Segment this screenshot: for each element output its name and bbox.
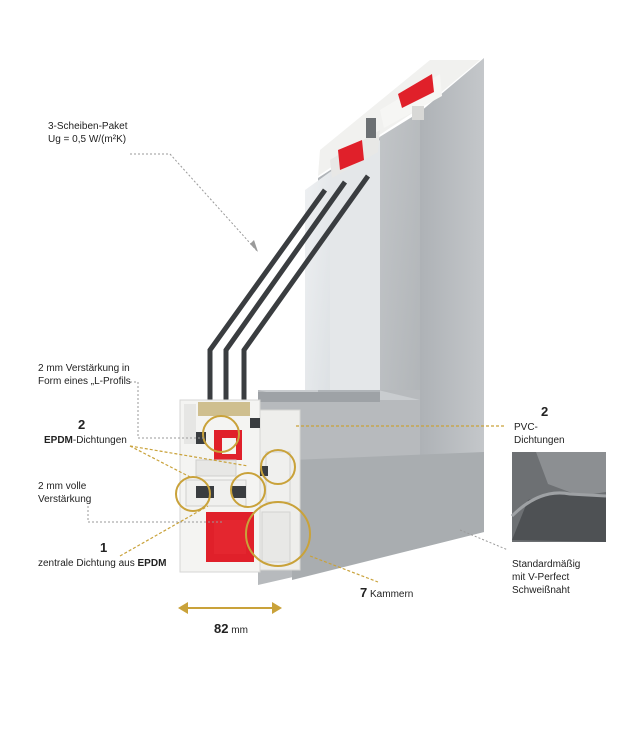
circle-epdm-left [175, 476, 211, 512]
epdm-label-rest: -Dichtungen [72, 435, 127, 446]
central-label-bold: EPDM [137, 558, 167, 569]
pvc-number: 2 [541, 404, 549, 419]
pane-line-1 [207, 188, 328, 400]
label-chambers: 7 Kammern [360, 585, 413, 601]
leader-lines [87, 153, 509, 583]
label-weld: Standardmäßig mit V-Perfect Schweißnaht [512, 558, 580, 597]
central-label-rest: zentrale Dichtung aus [38, 558, 138, 569]
highlight-circles [175, 415, 311, 567]
pvc-line-1: PVC- [514, 422, 538, 433]
epdm-number: 2 [78, 417, 86, 432]
pvc-line-2: Dichtungen [514, 435, 565, 446]
chambers-text: Kammern [370, 589, 414, 600]
central-number: 1 [100, 540, 108, 555]
label-central-seal: zentrale Dichtung aus EPDM [38, 557, 166, 570]
glazing-line-1: 3-Scheiben-Paket [48, 121, 128, 132]
circle-pvc-seal [260, 449, 296, 485]
glass-pane [207, 140, 380, 400]
weld-line-3: Schweißnaht [512, 585, 570, 596]
leader-epdm-2 [129, 445, 193, 479]
frame-bottom-lower [292, 452, 484, 580]
width-unit: mm [231, 625, 248, 636]
leader-full-reinf [87, 506, 222, 523]
label-pvc-seals: PVC- Dichtungen [514, 421, 565, 447]
weld-line-2: mit V-Perfect [512, 572, 570, 583]
epdm-label-bold: EPDM [44, 435, 73, 446]
leader-weld [459, 529, 509, 551]
label-l-profile: 2 mm Verstärkung in Form eines „L-Profil… [38, 362, 131, 388]
width-number: 82 [214, 621, 229, 636]
weld-line-1: Standardmäßig [512, 559, 581, 570]
leader-l-profile [130, 381, 206, 439]
width-dimension-arrow [178, 602, 282, 614]
circle-top-seal [202, 415, 240, 453]
l-profile-line-2: Form eines „L-Profils [38, 376, 131, 387]
circle-epdm-mid [230, 472, 266, 508]
sash-lower-bead [258, 392, 380, 402]
leader-glazing [130, 153, 259, 253]
pane-line-3 [241, 174, 371, 400]
l-profile-line-1: 2 mm Verstärkung in [38, 363, 130, 374]
bottom-profile-section [179, 399, 301, 573]
leader-chambers [309, 555, 379, 583]
pane-line-2 [223, 180, 348, 400]
full-reinf-line-1: 2 mm volle [38, 481, 87, 492]
pvc-seal-photo [510, 452, 607, 542]
glazing-line-2: Ug = 0,5 W/(m²K) [48, 134, 127, 145]
label-epdm: EPDM-Dichtungen [44, 434, 127, 447]
label-glazing: 3-Scheiben-Paket Ug = 0,5 W/(m²K) [48, 120, 128, 146]
chambers-number: 7 [360, 585, 368, 600]
label-width: 82 mm [214, 622, 248, 637]
circle-chambers [245, 501, 311, 567]
label-full-reinforcement: 2 mm volle Verstärkung [38, 480, 91, 506]
top-profile-section [318, 60, 480, 178]
full-reinf-line-2: Verstärkung [38, 494, 92, 505]
leader-central [119, 505, 209, 557]
